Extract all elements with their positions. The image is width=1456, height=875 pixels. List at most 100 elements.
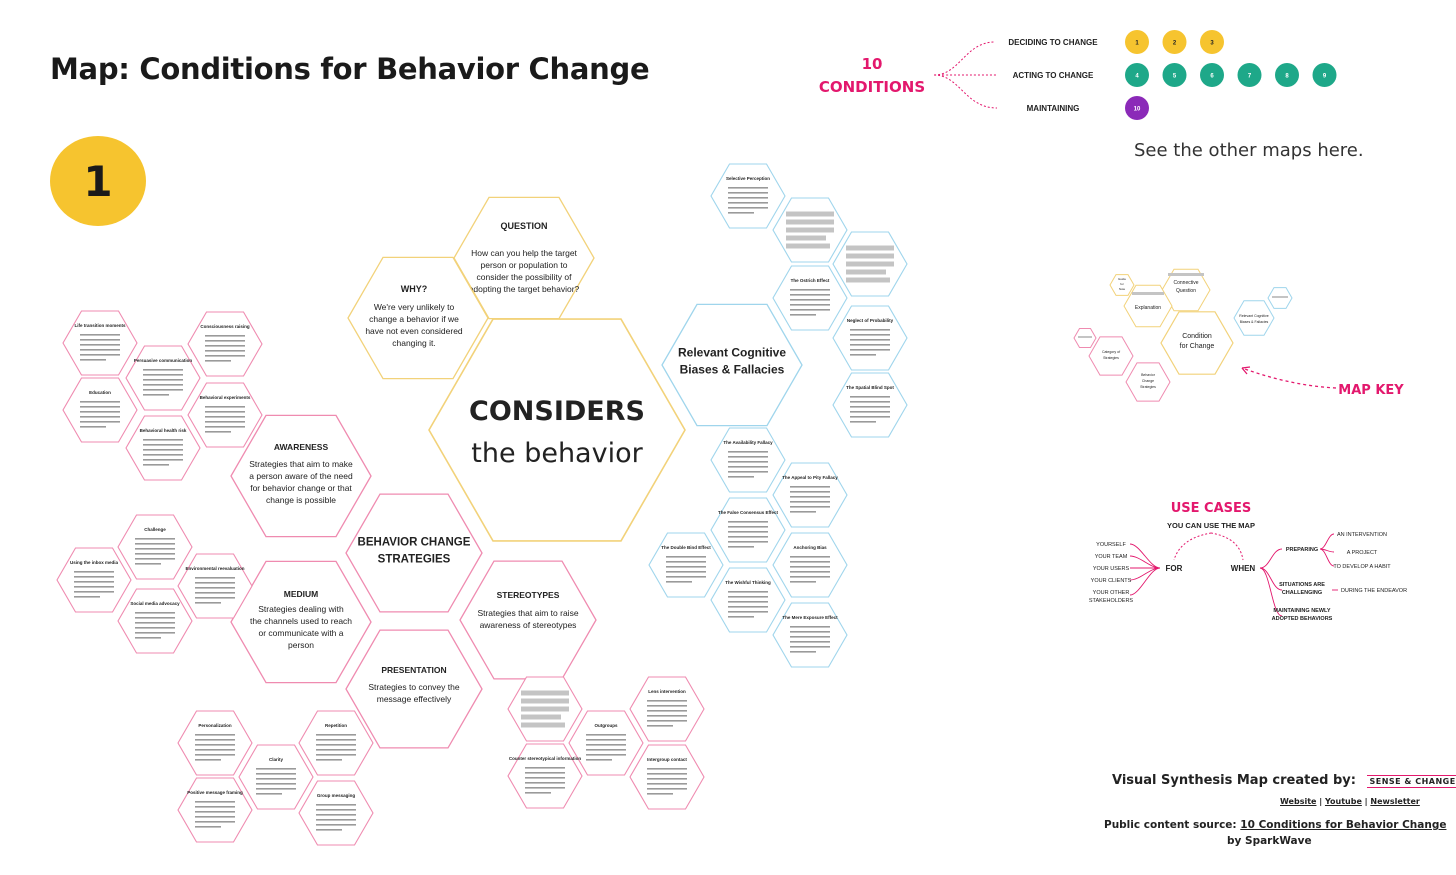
bias-item-2-title: Neglect of Probability [847,318,894,323]
condition-dot-5[interactable] [1162,63,1187,87]
presentation-item-2-body [256,768,296,795]
condition-dot-label-4: 4 [1135,74,1139,80]
condition-dot-label-10: 10 [1134,107,1141,113]
phase-label-1: ACTING TO CHANGE [1013,71,1094,80]
bias-item-9-title: The Wishful Thinking [725,580,771,585]
when-item-1: CHALLENGING [1282,590,1322,596]
key-center-hex [1160,311,1234,375]
bias-item-4-title: The Availability Fallacy [723,440,773,445]
condition-dot-label-1: 1 [1135,41,1139,47]
bias-item-9-body [728,591,768,618]
condition-dot-label-6: 6 [1210,74,1214,80]
conditions-label: CONDITIONS [819,78,925,96]
awareness-body: a person aware of the need [249,471,353,481]
condition-dot-4[interactable] [1125,63,1149,87]
phase-label-0: DECIDING TO CHANGE [1008,38,1098,47]
awareness-body: for behavior change or that [250,483,352,493]
condition-dot-2[interactable] [1162,30,1187,54]
key-biases-label: Relevant Cognitive [1239,314,1268,318]
bias-item-10-body [790,626,830,653]
key-small-label: Note [1119,287,1126,291]
presentation-item-3-body [195,801,235,828]
key-small-label: for [1120,282,1124,286]
youtube-link[interactable]: Youtube [1324,797,1362,806]
source-link[interactable]: 10 Conditions for Behavior Change [1240,819,1447,831]
bias-item-7-title: The Double Bind Effect [661,545,711,550]
awareness-hex [230,414,372,538]
center-subtitle: the behavior [471,438,643,469]
why-title: WHY? [401,284,428,294]
condition-dot-6[interactable] [1200,63,1224,87]
stereotypes-title: STEREOTYPES [497,590,560,600]
presentation-body: Strategies to convey the [368,682,459,692]
condition-dot-label-9: 9 [1323,74,1327,80]
stereotypes-item-2-body [647,700,687,727]
question-body: adopting the target behavior? [469,284,580,294]
awareness-item-1-body [205,335,245,362]
conditions-connector [933,74,998,109]
see-other-maps-link[interactable]: See the other maps here. [1134,140,1364,161]
for-item-3: YOUR CLIENTS [1091,578,1132,584]
stereotypes-item-3-title: Intergroup contact [647,757,687,762]
awareness-item-2 [125,345,201,411]
key-center-label: Condition for Change [1180,333,1215,350]
awareness-item-0 [62,310,138,376]
bias-item-5 [772,462,848,528]
credits-links: Website | Youtube | Newsletter [1280,797,1420,806]
bias-item-3 [832,372,908,438]
presentation-item-3 [177,777,253,843]
condition-dot-7[interactable] [1237,63,1262,87]
bias-item-1-body [790,289,830,316]
bias-grey-text-2 [846,245,894,283]
biases-title: Biases & Fallacies [680,363,785,377]
medium-item-1-title: Using the inbox media [70,560,119,565]
key-category-label: Strategies [1103,356,1119,360]
key-center-label: Condition [1182,333,1212,340]
awareness-item-1 [187,311,263,377]
condition-dot-10[interactable] [1125,96,1149,120]
presentation-item-2 [238,744,314,810]
question-body: consider the possibility of [477,272,573,282]
when-item-1: SITUATIONS ARE [1279,582,1325,588]
bias-item-1-title: The Ostrich Effect [791,278,830,283]
bias-item-2 [832,305,908,371]
for-item-1: YOUR TEAM [1095,554,1128,560]
bias-item-5-title: The Appeal to Pity Fallacy [782,475,838,480]
condition-dot-1[interactable] [1125,30,1149,54]
condition-dot-9[interactable] [1312,63,1337,87]
medium-body: the channels used to reach [250,616,352,626]
awareness-item-4-body [80,401,120,428]
stereotypes-item-0-body [586,734,626,761]
center-hex [428,318,686,542]
condition-dot-label-5: 5 [1173,74,1177,80]
website-link[interactable]: Website [1280,797,1317,806]
key-small-label: Guide [1118,277,1126,281]
presentation-item-0-body [195,734,235,761]
when-item-2: ADOPTED BEHAVIORS [1272,616,1333,622]
preparing-item-1: A PROJECT [1347,550,1378,556]
awareness-body: Strategies that aim to make [249,459,353,469]
when-item-0: PREPARING [1286,547,1318,553]
presentation-item-1-body [316,734,356,761]
awareness-title: AWARENESS [274,442,329,452]
biases-hex [661,303,803,427]
condition-dot-label-2: 2 [1173,41,1177,47]
bias-item-8 [772,532,848,598]
sense-and-change-logo[interactable]: SENSE & CHANGE [1366,775,1456,788]
key-category-hex [1088,336,1134,376]
awareness-item-3-body [205,406,245,433]
bias-item-0-body [728,187,768,214]
bias-item-0-title: Selective Perception [726,176,770,181]
stereotypes-item-3-body [647,768,687,795]
presentation-item-3-title: Positive message framing [187,790,243,795]
newsletter-link[interactable]: Newsletter [1370,797,1420,806]
condition-dot-8[interactable] [1275,63,1299,87]
why-body: changing it. [392,338,435,348]
key-center-label: for Change [1180,343,1215,350]
condition-dot-3[interactable] [1200,30,1224,54]
awareness-item-1-title: Consciousness raising [200,324,250,329]
